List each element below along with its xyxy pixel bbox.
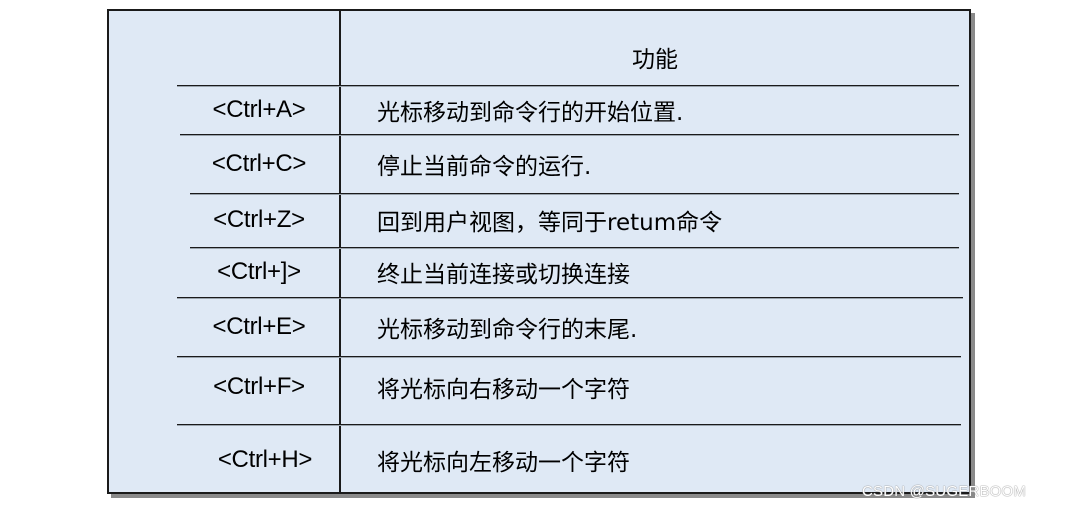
shortcut-description: 停止当前命令的运行. [377, 154, 592, 180]
row-separator [177, 297, 963, 299]
header-function: 功能 [632, 47, 678, 73]
shortcut-key-ctrl-e: <Ctrl+E> [212, 313, 306, 340]
shortcut-key-ctrl-a: <Ctrl+A> [212, 96, 306, 123]
shortcut-key-ctrl-bracket: <Ctrl+]> [217, 258, 301, 285]
shortcut-description: 将光标向右移动一个字符 [377, 377, 630, 403]
shortcut-description: 终止当前连接或切换连接 [377, 262, 630, 288]
row-separator [190, 193, 959, 195]
shortcut-description: 光标移动到命令行的开始位置. [377, 100, 684, 126]
shortcut-key-ctrl-f: <Ctrl+F> [213, 373, 305, 400]
shortcut-key-ctrl-z: <Ctrl+Z> [213, 206, 305, 233]
row-separator [177, 356, 961, 358]
watermark: CSDN @SUGERBOOM [862, 483, 1027, 500]
row-separator [177, 85, 959, 87]
row-separator [177, 424, 961, 426]
shortcut-description: 光标移动到命令行的末尾. [377, 317, 638, 343]
row-separator [190, 247, 959, 249]
shortcut-description: 回到用户视图，等同于retum命令 [377, 210, 723, 236]
shortcut-key-ctrl-h: <Ctrl+H> [217, 446, 313, 473]
shortcut-description: 将光标向左移动一个字符 [377, 450, 630, 476]
row-separator [180, 134, 959, 136]
shortcut-table [107, 9, 971, 494]
shortcut-key-ctrl-c: <Ctrl+C> [211, 150, 307, 177]
column-divider [339, 9, 341, 494]
